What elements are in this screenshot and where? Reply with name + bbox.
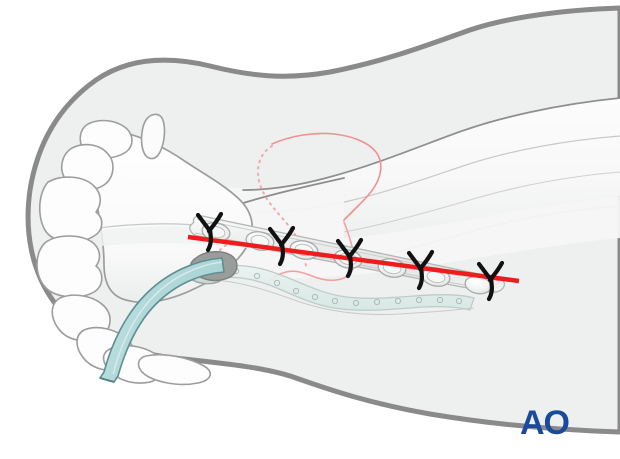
screw-marker[interactable] [476, 260, 505, 302]
ghost-plate-hole [394, 297, 402, 305]
carpal-bone-8 [137, 353, 211, 386]
bone-cortex-upper [242, 97, 620, 191]
ao-logo: AO [520, 404, 571, 442]
locking-screw-markers [195, 211, 505, 302]
ghost-plate-hole [311, 293, 319, 301]
carpal-bone-3 [38, 176, 103, 243]
curved-drill-guide[interactable] [99, 251, 238, 383]
drill-guide-highlight [112, 261, 223, 375]
screw-marker[interactable] [195, 211, 224, 253]
ao-logo-text: AO [520, 404, 570, 442]
ghost-plate-hole [415, 296, 423, 304]
ghost-plate-hole [331, 297, 339, 305]
ghost-plate-shadow [213, 279, 475, 316]
screw-marker[interactable] [406, 249, 435, 291]
drill-guide-handle-end [99, 377, 115, 383]
carpal-bone-4 [36, 235, 103, 298]
ghost-plate-hole [455, 297, 463, 305]
ghost-plate-hole [352, 299, 360, 307]
fracture-line-solid-upper [271, 132, 382, 221]
ghost-plate-hole [292, 287, 300, 295]
styloid-process [140, 113, 166, 160]
bone-medullary-lower [343, 171, 620, 233]
ghost-plate-hole [436, 296, 444, 304]
carpal-bone-group [36, 119, 211, 386]
screw-marker[interactable] [335, 237, 364, 279]
ghost-plate-hole [373, 298, 381, 306]
ghost-plate-body [213, 264, 475, 311]
screw-marker[interactable] [267, 225, 296, 267]
ghost-plate-hole [253, 272, 261, 280]
implant-axis-line [187, 234, 520, 284]
plate-hole-group [201, 222, 492, 295]
ghost-plate-hole [273, 279, 281, 287]
